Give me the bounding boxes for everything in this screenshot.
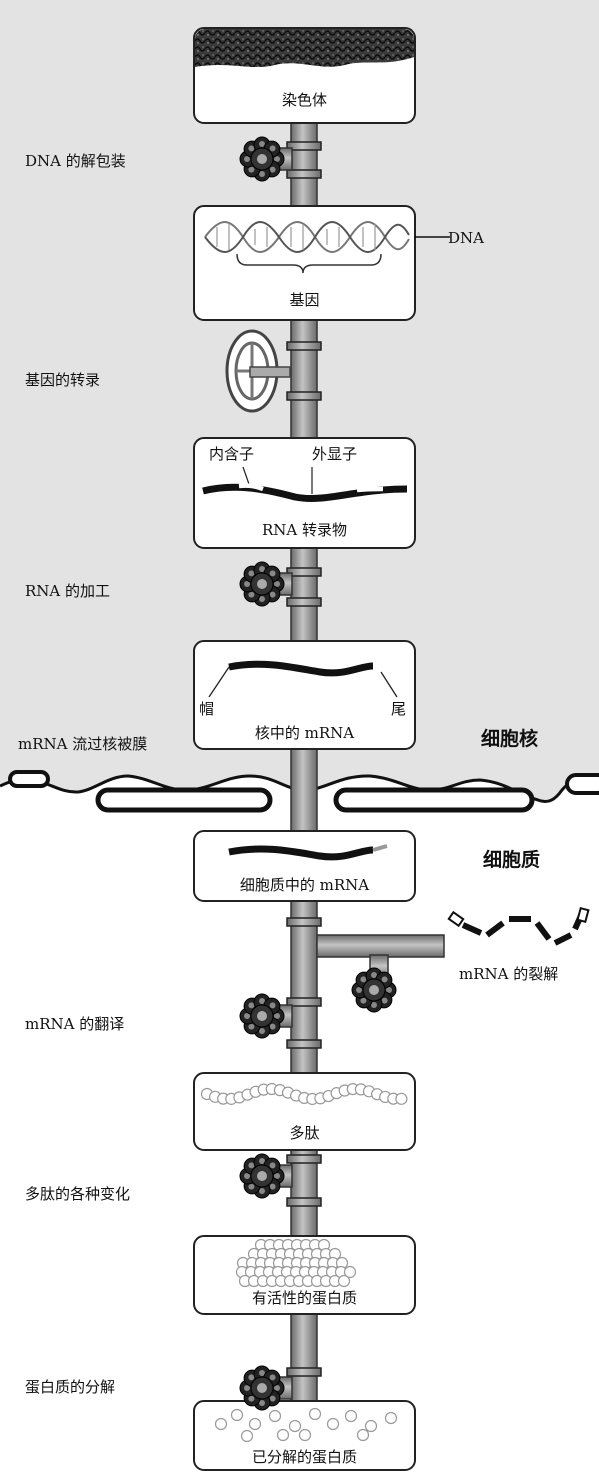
cytoplasmic-mrna-label: 细胞质中的 mRNA [239, 876, 370, 894]
valve-handle-icon[interactable] [238, 135, 286, 183]
exon-label: 外显子 [312, 445, 358, 463]
active-protein-label: 有活性的蛋白质 [251, 1289, 357, 1307]
step-label: 蛋白质的分解 [25, 1378, 116, 1396]
gene-label: 基因 [289, 291, 320, 309]
polypeptide-label: 多肽 [289, 1124, 320, 1142]
dna-helix [204, 221, 410, 274]
cytoplasm-label: 细胞质 [483, 849, 541, 871]
rna-strand [202, 466, 408, 502]
chromatin-texture [195, 29, 414, 67]
nuclear-pore-segment [333, 787, 535, 813]
nuclear-mrna-label: 核中的 mRNA [254, 724, 355, 742]
mrna-strand [228, 844, 388, 861]
valve-handle-icon[interactable] [238, 1364, 286, 1412]
gene-box: 基因 [193, 205, 416, 321]
folded-protein-beads [235, 1238, 357, 1288]
valve-handle-icon[interactable] [238, 560, 286, 608]
scattered-amino-acid-beads [214, 1407, 398, 1443]
step-label: 基因的转录 [25, 371, 101, 389]
valve-handle-icon[interactable] [238, 1152, 286, 1200]
cytoplasmic-mrna-box: 细胞质中的 mRNA [193, 830, 416, 902]
polypeptide-beads [200, 1082, 408, 1106]
degraded-protein-label: 已分解的蛋白质 [251, 1448, 357, 1466]
nuclear-pore-segment [8, 770, 50, 788]
mrna-degradation-label: mRNA 的裂解 [459, 965, 559, 983]
dna-pointer-line [414, 236, 450, 238]
active-protein-box: 有活性的蛋白质 [193, 1235, 416, 1315]
degraded-protein-box: 已分解的蛋白质 [193, 1400, 416, 1471]
valve-handle-icon[interactable] [350, 966, 398, 1014]
step-label: DNA 的解包装 [25, 152, 126, 170]
cap-label: 帽 [199, 700, 215, 718]
intron-label: 内含子 [209, 445, 255, 463]
rna-transcript-box: 内含子 外显子 RNA 转录物 [193, 437, 416, 549]
chromosome-label: 染色体 [281, 91, 327, 109]
polypeptide-box: 多肽 [193, 1072, 416, 1151]
step-label: RNA 的加工 [25, 582, 111, 600]
step-label: mRNA 的翻译 [25, 1015, 125, 1033]
step-label: 多肽的各种变化 [25, 1185, 131, 1203]
wheel-valve-icon[interactable] [222, 327, 292, 415]
step-label: mRNA 流过核被膜 [18, 735, 148, 753]
valve-handle-icon[interactable] [238, 992, 286, 1040]
nuclear-mrna-box: 帽 尾 核中的 mRNA [193, 640, 416, 750]
rna-transcript-label: RNA 转录物 [261, 521, 348, 539]
nuclear-pore-segment [565, 773, 599, 795]
gene-bracket [236, 253, 382, 274]
nuclear-pore-segment [95, 787, 273, 813]
chromosome-box: 染色体 [193, 27, 416, 124]
nucleus-label: 细胞核 [481, 728, 539, 750]
dna-label: DNA [448, 229, 484, 247]
tail-label: 尾 [391, 700, 407, 718]
degraded-mrna-fragments [447, 906, 590, 946]
mrna-strand [208, 660, 398, 698]
